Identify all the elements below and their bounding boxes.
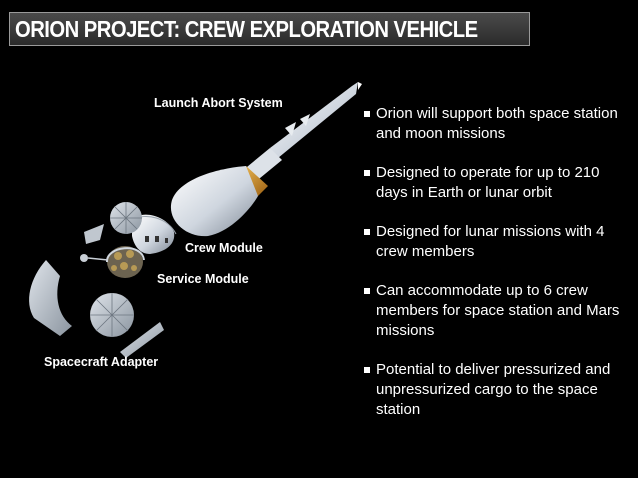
launch-abort-system [170, 82, 362, 237]
label-service-module: Service Module [157, 272, 249, 286]
bullet-list: Orion will support both space station an… [362, 104, 632, 439]
slide-title: ORION PROJECT: CREW EXPLORATION VEHICLE [15, 16, 478, 42]
solar-array-upper [110, 202, 142, 234]
solar-array-lower [90, 293, 134, 337]
spacecraft-adapter [29, 224, 164, 358]
label-crew-module: Crew Module [185, 241, 263, 255]
label-spacecraft-adapter: Spacecraft Adapter [44, 355, 159, 369]
bullet-square-icon [364, 111, 370, 117]
bullet-square-icon [364, 170, 370, 176]
bullet-item: Potential to deliver pressurized and unp… [362, 360, 632, 420]
bullet-square-icon [364, 367, 370, 373]
title-bar: ORION PROJECT: CREW EXPLORATION VEHICLE [9, 12, 530, 46]
bullet-item: Orion will support both space station an… [362, 104, 632, 144]
label-launch-abort-system: Launch Abort System [154, 96, 283, 110]
bullet-text: Can accommodate up to 6 crew members for… [376, 282, 620, 339]
service-module [80, 246, 145, 278]
bullet-square-icon [364, 288, 370, 294]
bullet-item: Designed to operate for up to 210 days i… [362, 163, 632, 203]
bullet-item: Can accommodate up to 6 crew members for… [362, 281, 632, 341]
bullet-item: Designed for lunar missions with 4 crew … [362, 222, 632, 262]
bullet-text: Potential to deliver pressurized and unp… [376, 361, 611, 418]
bullet-text: Designed to operate for up to 210 days i… [376, 164, 600, 201]
bullet-text: Designed for lunar missions with 4 crew … [376, 223, 605, 260]
bullet-text: Orion will support both space station an… [376, 105, 618, 142]
bullet-square-icon [364, 229, 370, 235]
